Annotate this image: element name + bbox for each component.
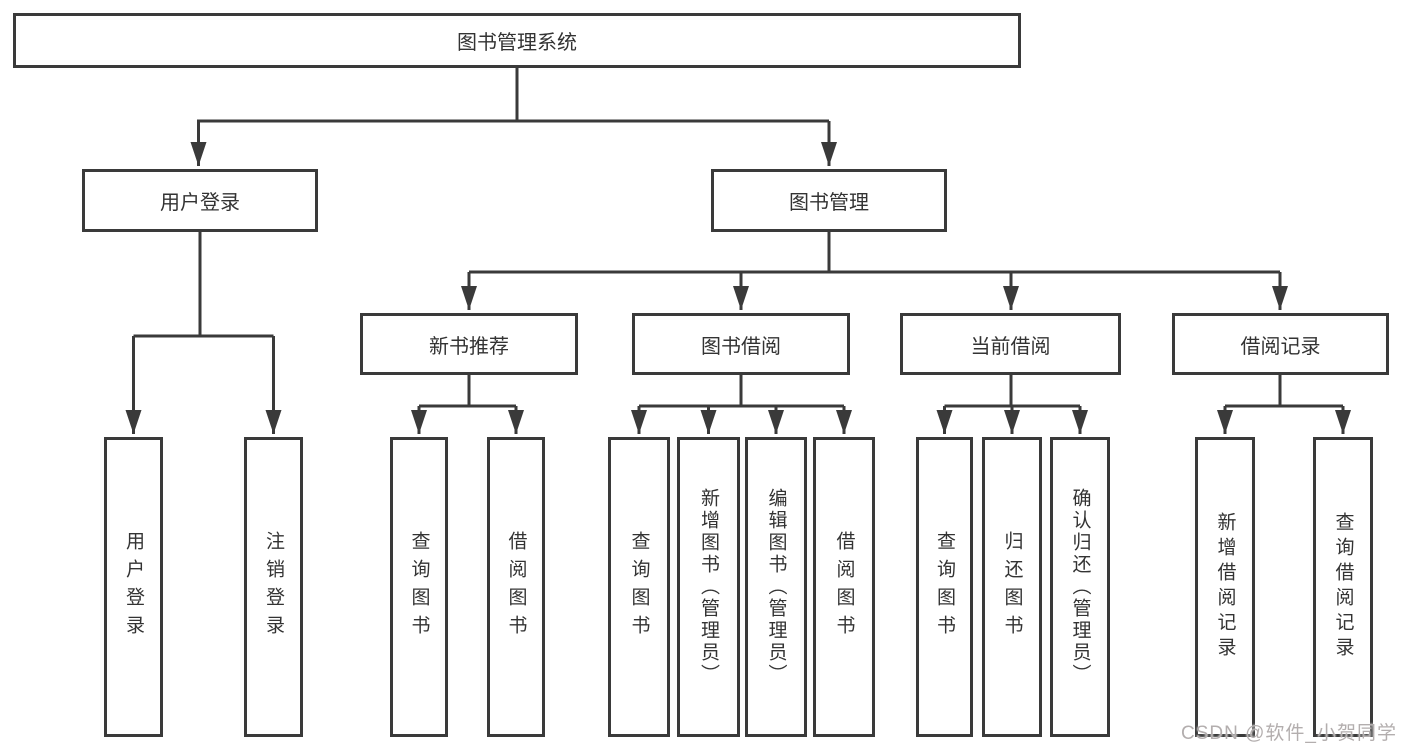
node-leaf-return-book: 归还图书 [982, 437, 1042, 737]
node-leaf-logout: 注销登录 [244, 437, 303, 737]
node-leaf-add-record: 新增借阅记录 [1195, 437, 1255, 737]
node-root: 图书管理系统 [13, 13, 1021, 68]
node-new-book-rec: 新书推荐 [360, 313, 578, 375]
node-leaf-query-record: 查询借阅记录 [1313, 437, 1373, 737]
node-leaf-query-book-3: 查询图书 [916, 437, 973, 737]
node-borrow-records: 借阅记录 [1172, 313, 1389, 375]
node-user-login: 用户登录 [82, 169, 318, 232]
node-leaf-borrow-book-1: 借阅图书 [487, 437, 545, 737]
csdn-watermark: CSDN @软件_小贺同学 [1181, 723, 1397, 744]
node-leaf-query-book-2: 查询图书 [608, 437, 670, 737]
node-current-borrow: 当前借阅 [900, 313, 1121, 375]
node-leaf-edit-book: 编辑图书（管理员） [745, 437, 807, 737]
node-book-mgmt: 图书管理 [711, 169, 947, 232]
node-leaf-borrow-book-2: 借阅图书 [813, 437, 875, 737]
node-leaf-add-book: 新增图书（管理员） [677, 437, 740, 737]
node-leaf-user-login: 用户登录 [104, 437, 163, 737]
node-leaf-confirm-return: 确认归还（管理员） [1050, 437, 1110, 737]
node-leaf-query-book-1: 查询图书 [390, 437, 448, 737]
node-book-borrow: 图书借阅 [632, 313, 850, 375]
